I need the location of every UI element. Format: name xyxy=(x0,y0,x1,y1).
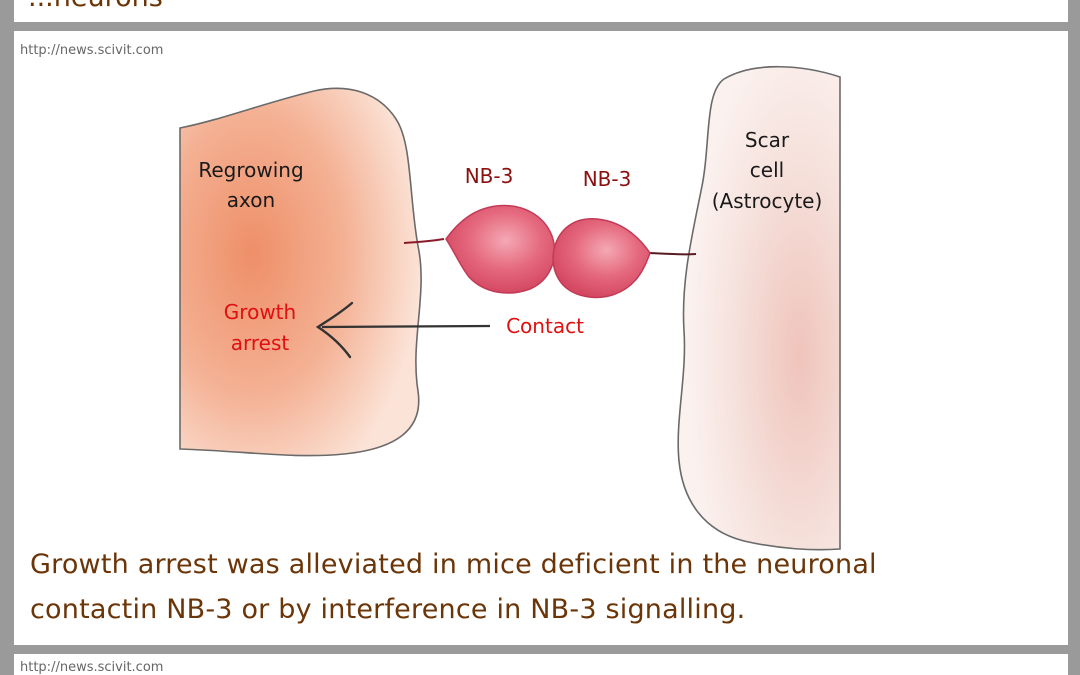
regrowing-axon-label-line2: axon xyxy=(227,188,275,212)
slide-card: http://news.scivit.com xyxy=(14,31,1068,645)
previous-slide-caption: ...neurons xyxy=(28,0,163,13)
regrowing-axon-shape xyxy=(179,87,422,457)
nb3-left-label: NB-3 xyxy=(465,164,514,188)
nb3-right-label: NB-3 xyxy=(583,167,632,191)
source-url: http://news.scivit.com xyxy=(20,43,164,58)
astrocyte-label-line2: cell xyxy=(750,158,784,182)
next-slide-card: http://news.scivit.com xyxy=(14,654,1068,675)
growth-arrest-label-line1: Growth xyxy=(224,300,296,324)
astrocyte-label-line1: Scar xyxy=(745,128,790,152)
previous-slide-card: ...neurons xyxy=(14,0,1068,22)
arrow-shaft xyxy=(321,324,491,329)
contact-label: Contact xyxy=(506,314,584,338)
regrowing-axon-label-line1: Regrowing xyxy=(198,158,303,182)
caption-line-1: Growth arrest was alleviated in mice def… xyxy=(30,549,877,580)
astrocyte-shape xyxy=(677,65,841,551)
caption-line-2: contactin NB-3 or by interference in NB-… xyxy=(30,594,746,625)
nb3-molecule-right xyxy=(552,218,651,299)
contact-diagram: Regrowing axon Scar cell (Astrocyte) NB-… xyxy=(179,65,841,551)
right-stalk xyxy=(649,252,697,256)
left-stalk xyxy=(403,238,445,244)
growth-arrest-label-line2: arrest xyxy=(231,331,290,355)
nb3-molecule-left xyxy=(445,204,556,294)
next-source-url: http://news.scivit.com xyxy=(20,660,164,675)
astrocyte-label-line3: (Astrocyte) xyxy=(712,189,823,213)
arrow-head xyxy=(315,301,354,359)
